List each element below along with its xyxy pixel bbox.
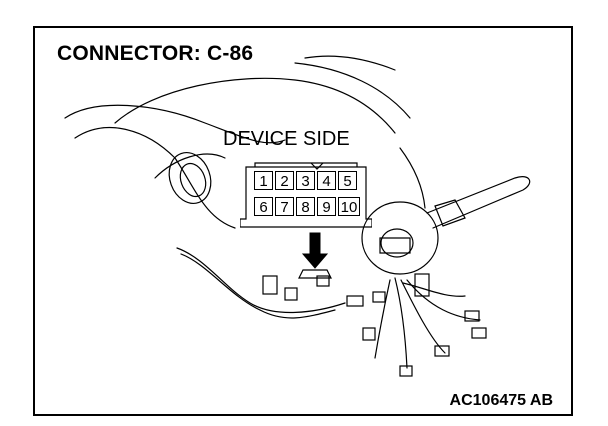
pin-5: 5 — [338, 171, 357, 190]
connector-title: CONNECTOR: C-86 — [57, 42, 254, 65]
figure-code: AC106475 AB — [449, 392, 553, 409]
connector-face: 1 2 3 4 5 6 7 8 9 10 — [240, 161, 372, 231]
pin-9: 9 — [317, 197, 336, 216]
steering-column-illustration — [64, 55, 531, 377]
pin-8: 8 — [296, 197, 315, 216]
device-side-label: DEVICE SIDE — [223, 128, 350, 150]
pin-1: 1 — [254, 171, 273, 190]
pin-7: 7 — [275, 197, 294, 216]
pin-4: 4 — [317, 171, 336, 190]
connector-housing — [240, 162, 372, 228]
pin-2: 2 — [275, 171, 294, 190]
down-arrow-icon — [301, 232, 329, 269]
pin-3: 3 — [296, 171, 315, 190]
pin-6: 6 — [254, 197, 273, 216]
pin-10: 10 — [338, 197, 360, 216]
diagram-frame: CONNECTOR: C-86 DEVICE SIDE 1 2 3 4 5 6 … — [33, 26, 573, 416]
